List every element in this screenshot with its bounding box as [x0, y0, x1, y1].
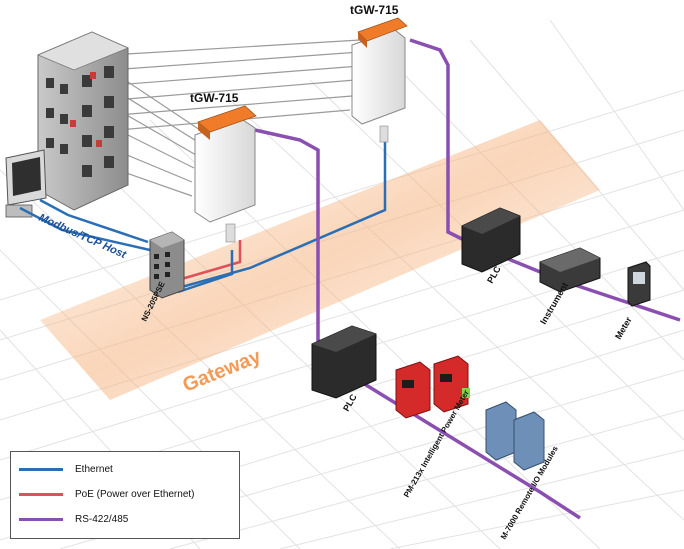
legend-label-rs485: RS-422/485: [75, 513, 129, 525]
plc-left-device: [311, 325, 377, 399]
meter-label: Meter: [613, 315, 634, 341]
legend-label-ethernet: Ethernet: [75, 463, 113, 475]
rs485-lines: [254, 38, 681, 520]
host-computer: [5, 149, 47, 218]
legend: Ethernet PoE (Power over Ethernet) RS-42…: [10, 451, 240, 539]
ethernet-lines-host: [19, 198, 151, 252]
poe-swatch: [19, 492, 63, 496]
rs485-swatch: [19, 517, 63, 521]
meter-device: [627, 261, 651, 307]
switch-device: [149, 231, 185, 299]
power-meter-device: [395, 355, 470, 419]
plc-left-label: PLC: [341, 392, 359, 413]
gateway-glow-band: [40, 120, 600, 400]
gateway-top-label: tGW-715: [350, 3, 399, 17]
gateway-left-label: tGW-715: [190, 91, 239, 105]
legend-item-ethernet: Ethernet: [19, 461, 113, 477]
io-modules-device: [485, 401, 545, 471]
gateway-left-device: [194, 105, 257, 243]
legend-item-rs485: RS-422/485: [19, 511, 128, 527]
building: [36, 31, 130, 211]
ethernet-swatch: [19, 467, 63, 471]
gateway-top-device: [351, 17, 408, 143]
legend-item-poe: PoE (Power over Ethernet): [19, 486, 195, 502]
legend-label-poe: PoE (Power over Ethernet): [75, 488, 195, 500]
plc-right-device: [461, 207, 521, 273]
instrument-device: [539, 247, 601, 293]
